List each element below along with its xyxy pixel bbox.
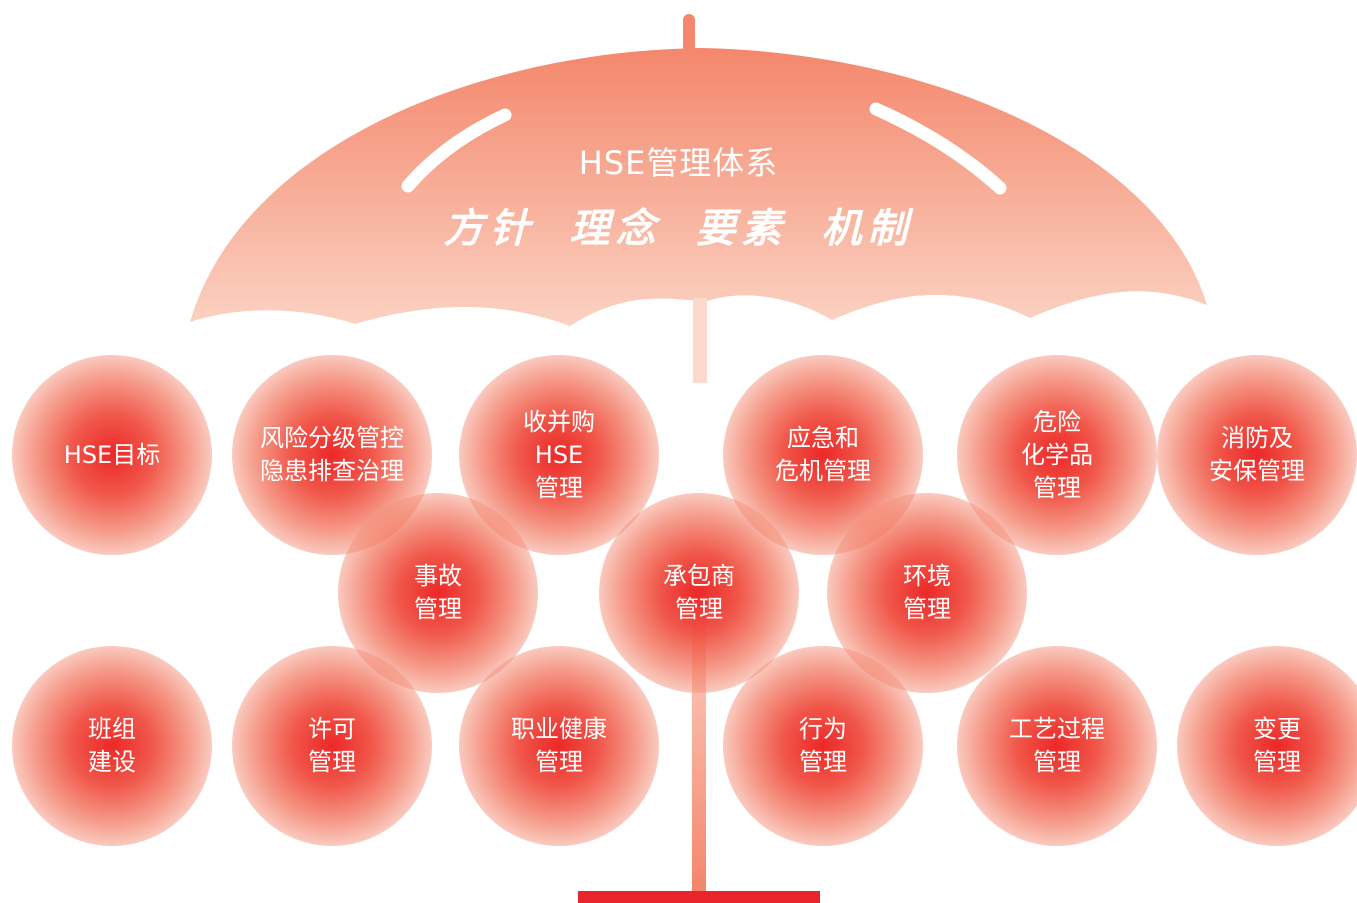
bubble-behavior: 行为 管理: [723, 646, 923, 846]
bubble-label: 环境 管理: [903, 562, 951, 623]
umbrella-base: [578, 891, 820, 903]
bubble-change: 变更 管理: [1177, 646, 1357, 846]
bubble-label: 应急和 危机管理: [775, 424, 871, 485]
bubble-team-building: 班组 建设: [12, 646, 212, 846]
umbrella-shaft-upper: [693, 298, 707, 383]
umbrella-canopy: [190, 48, 1207, 326]
bubble-label: 消防及 安保管理: [1209, 424, 1305, 485]
bubble-label: 班组 建设: [88, 715, 136, 776]
bubble-label: 风险分级管控 隐患排查治理: [260, 424, 404, 485]
highlight-arc-right: [869, 102, 1007, 195]
bubble-label: 承包商 管理: [663, 562, 735, 623]
bubble-label: HSE目标: [63, 440, 161, 469]
bubble-fire-security: 消防及 安保管理: [1157, 355, 1357, 555]
bubble-label: 危险 化学品 管理: [1021, 407, 1093, 502]
bubble-occupational-health: 职业健康 管理: [459, 646, 659, 846]
bubble-label: 事故 管理: [414, 562, 462, 623]
diagram-title: HSE管理体系: [578, 144, 779, 182]
bubble-hse-goal: HSE目标: [12, 355, 212, 555]
bubble-contractor: 承包商 管理: [599, 493, 799, 693]
bubble-label: 变更 管理: [1253, 715, 1301, 776]
bubble-process: 工艺过程 管理: [957, 646, 1157, 846]
bubble-label: 许可 管理: [308, 715, 356, 776]
umbrella-tip: [683, 14, 695, 56]
bubble-label: 工艺过程 管理: [1009, 715, 1105, 776]
bubble-label: 职业健康 管理: [511, 715, 607, 776]
highlight-arc-left: [401, 108, 512, 193]
bubble-label: 行为 管理: [799, 715, 847, 776]
bubble-permit: 许可 管理: [232, 646, 432, 846]
diagram-subtitle: 方针 理念 要素 机制: [443, 206, 914, 252]
bubble-label: 收并购 HSE 管理: [523, 407, 595, 502]
